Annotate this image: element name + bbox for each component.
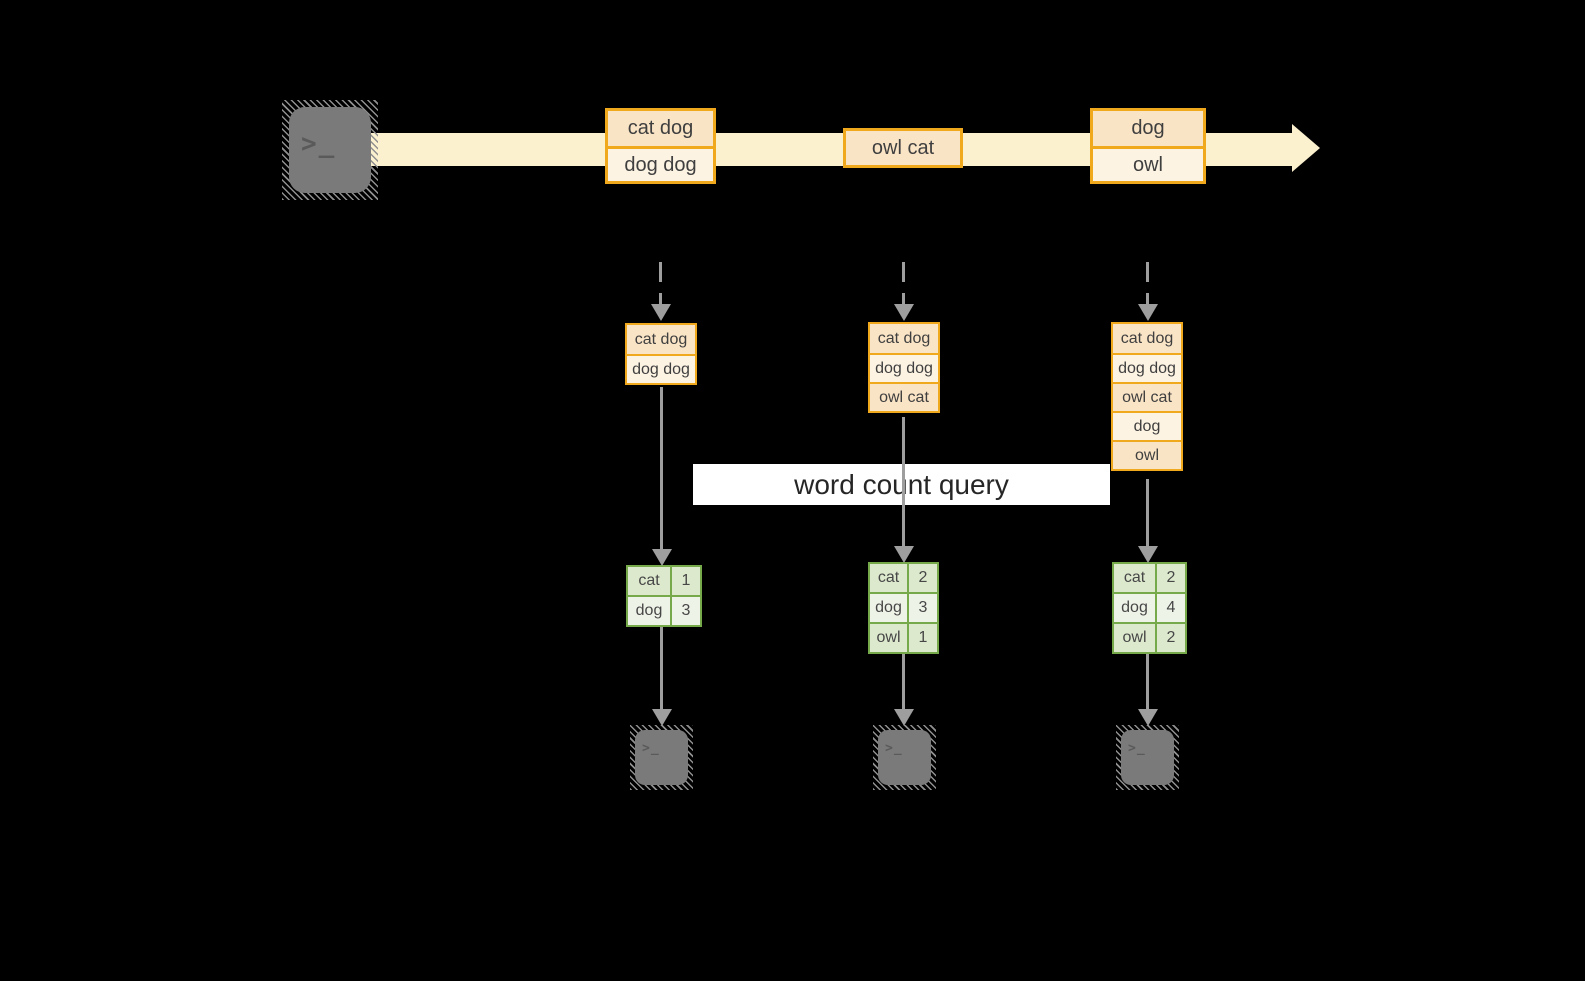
output-arrow-line xyxy=(660,627,663,709)
input-item: dog dog xyxy=(1113,353,1181,382)
output-arrow-head xyxy=(652,709,672,726)
stream-batch: cat dog dog dog xyxy=(605,108,716,184)
terminal-icon: >_ xyxy=(630,725,693,790)
word-count-table: cat 2 dog 4 owl 2 xyxy=(1112,562,1187,654)
flow-arrow-line xyxy=(902,417,905,546)
stream-item: owl xyxy=(1093,146,1203,181)
stream-batch: dog owl xyxy=(1090,108,1206,184)
word-count-table: cat 1 dog 3 xyxy=(626,565,702,627)
terminal-prompt-glyph: >_ xyxy=(885,741,903,756)
input-item: cat dog xyxy=(627,325,695,354)
terminal-icon: >_ xyxy=(873,725,936,790)
terminal-screen: >_ xyxy=(1121,730,1174,785)
count-cell: 3 xyxy=(672,597,700,625)
terminal-icon: >_ xyxy=(1116,725,1179,790)
count-cell: 1 xyxy=(909,624,937,652)
terminal-screen: >_ xyxy=(635,730,688,785)
stream-batch: owl cat xyxy=(843,128,963,168)
input-item: dog dog xyxy=(627,354,695,383)
input-item: dog xyxy=(1113,411,1181,440)
word-count-table: cat 2 dog 3 owl 1 xyxy=(868,562,939,654)
flow-arrow-head xyxy=(652,549,672,566)
word-cell: dog xyxy=(870,594,907,622)
count-cell: 3 xyxy=(909,594,937,622)
word-cell: dog xyxy=(1114,594,1155,622)
count-cell: 2 xyxy=(1157,624,1185,652)
word-cell: dog xyxy=(628,597,670,625)
input-item: cat dog xyxy=(1113,324,1181,353)
output-arrow-line xyxy=(902,654,905,709)
input-item: dog dog xyxy=(870,353,938,382)
word-count-query-label: word count query xyxy=(693,464,1110,505)
word-cell: cat xyxy=(628,567,670,595)
input-item: cat dog xyxy=(870,324,938,353)
count-cell: 1 xyxy=(672,567,700,595)
stream-item: owl cat xyxy=(846,131,960,165)
word-cell: owl xyxy=(870,624,907,652)
stream-item: cat dog xyxy=(608,111,713,146)
ingest-arrow-head xyxy=(894,304,914,321)
word-cell: owl xyxy=(1114,624,1155,652)
stream-item: dog xyxy=(1093,111,1203,146)
accumulated-input-box: cat dog dog dog xyxy=(625,323,697,385)
ingest-arrow-head xyxy=(1138,304,1158,321)
terminal-screen: >_ xyxy=(878,730,931,785)
input-item: owl xyxy=(1113,440,1181,469)
output-arrow-head xyxy=(1138,709,1158,726)
flow-arrow-head xyxy=(894,546,914,563)
ingest-arrow-head xyxy=(651,304,671,321)
ingest-arrow-line xyxy=(659,262,662,304)
input-item: owl cat xyxy=(870,382,938,411)
accumulated-input-box: cat dog dog dog owl cat dog owl xyxy=(1111,322,1183,471)
terminal-prompt-glyph: >_ xyxy=(642,741,660,756)
count-cell: 2 xyxy=(1157,564,1185,592)
accumulated-input-box: cat dog dog dog owl cat xyxy=(868,322,940,413)
query-label-text: word count query xyxy=(794,468,1009,500)
terminal-icon: >_ xyxy=(282,100,378,200)
word-cell: cat xyxy=(1114,564,1155,592)
stream-arrow-head xyxy=(1292,124,1320,172)
word-cell: cat xyxy=(870,564,907,592)
input-item: owl cat xyxy=(1113,382,1181,411)
output-arrow-line xyxy=(1146,654,1149,709)
output-arrow-head xyxy=(894,709,914,726)
flow-arrow-head xyxy=(1138,546,1158,563)
terminal-prompt-glyph: >_ xyxy=(1128,741,1146,756)
stream-item: dog dog xyxy=(608,146,713,181)
flow-arrow-line xyxy=(1146,479,1149,546)
flow-arrow-line xyxy=(660,387,663,549)
ingest-arrow-line xyxy=(1146,262,1149,304)
terminal-prompt-glyph: >_ xyxy=(301,129,337,159)
count-cell: 4 xyxy=(1157,594,1185,622)
terminal-screen: >_ xyxy=(289,107,371,193)
count-cell: 2 xyxy=(909,564,937,592)
ingest-arrow-line xyxy=(902,262,905,304)
